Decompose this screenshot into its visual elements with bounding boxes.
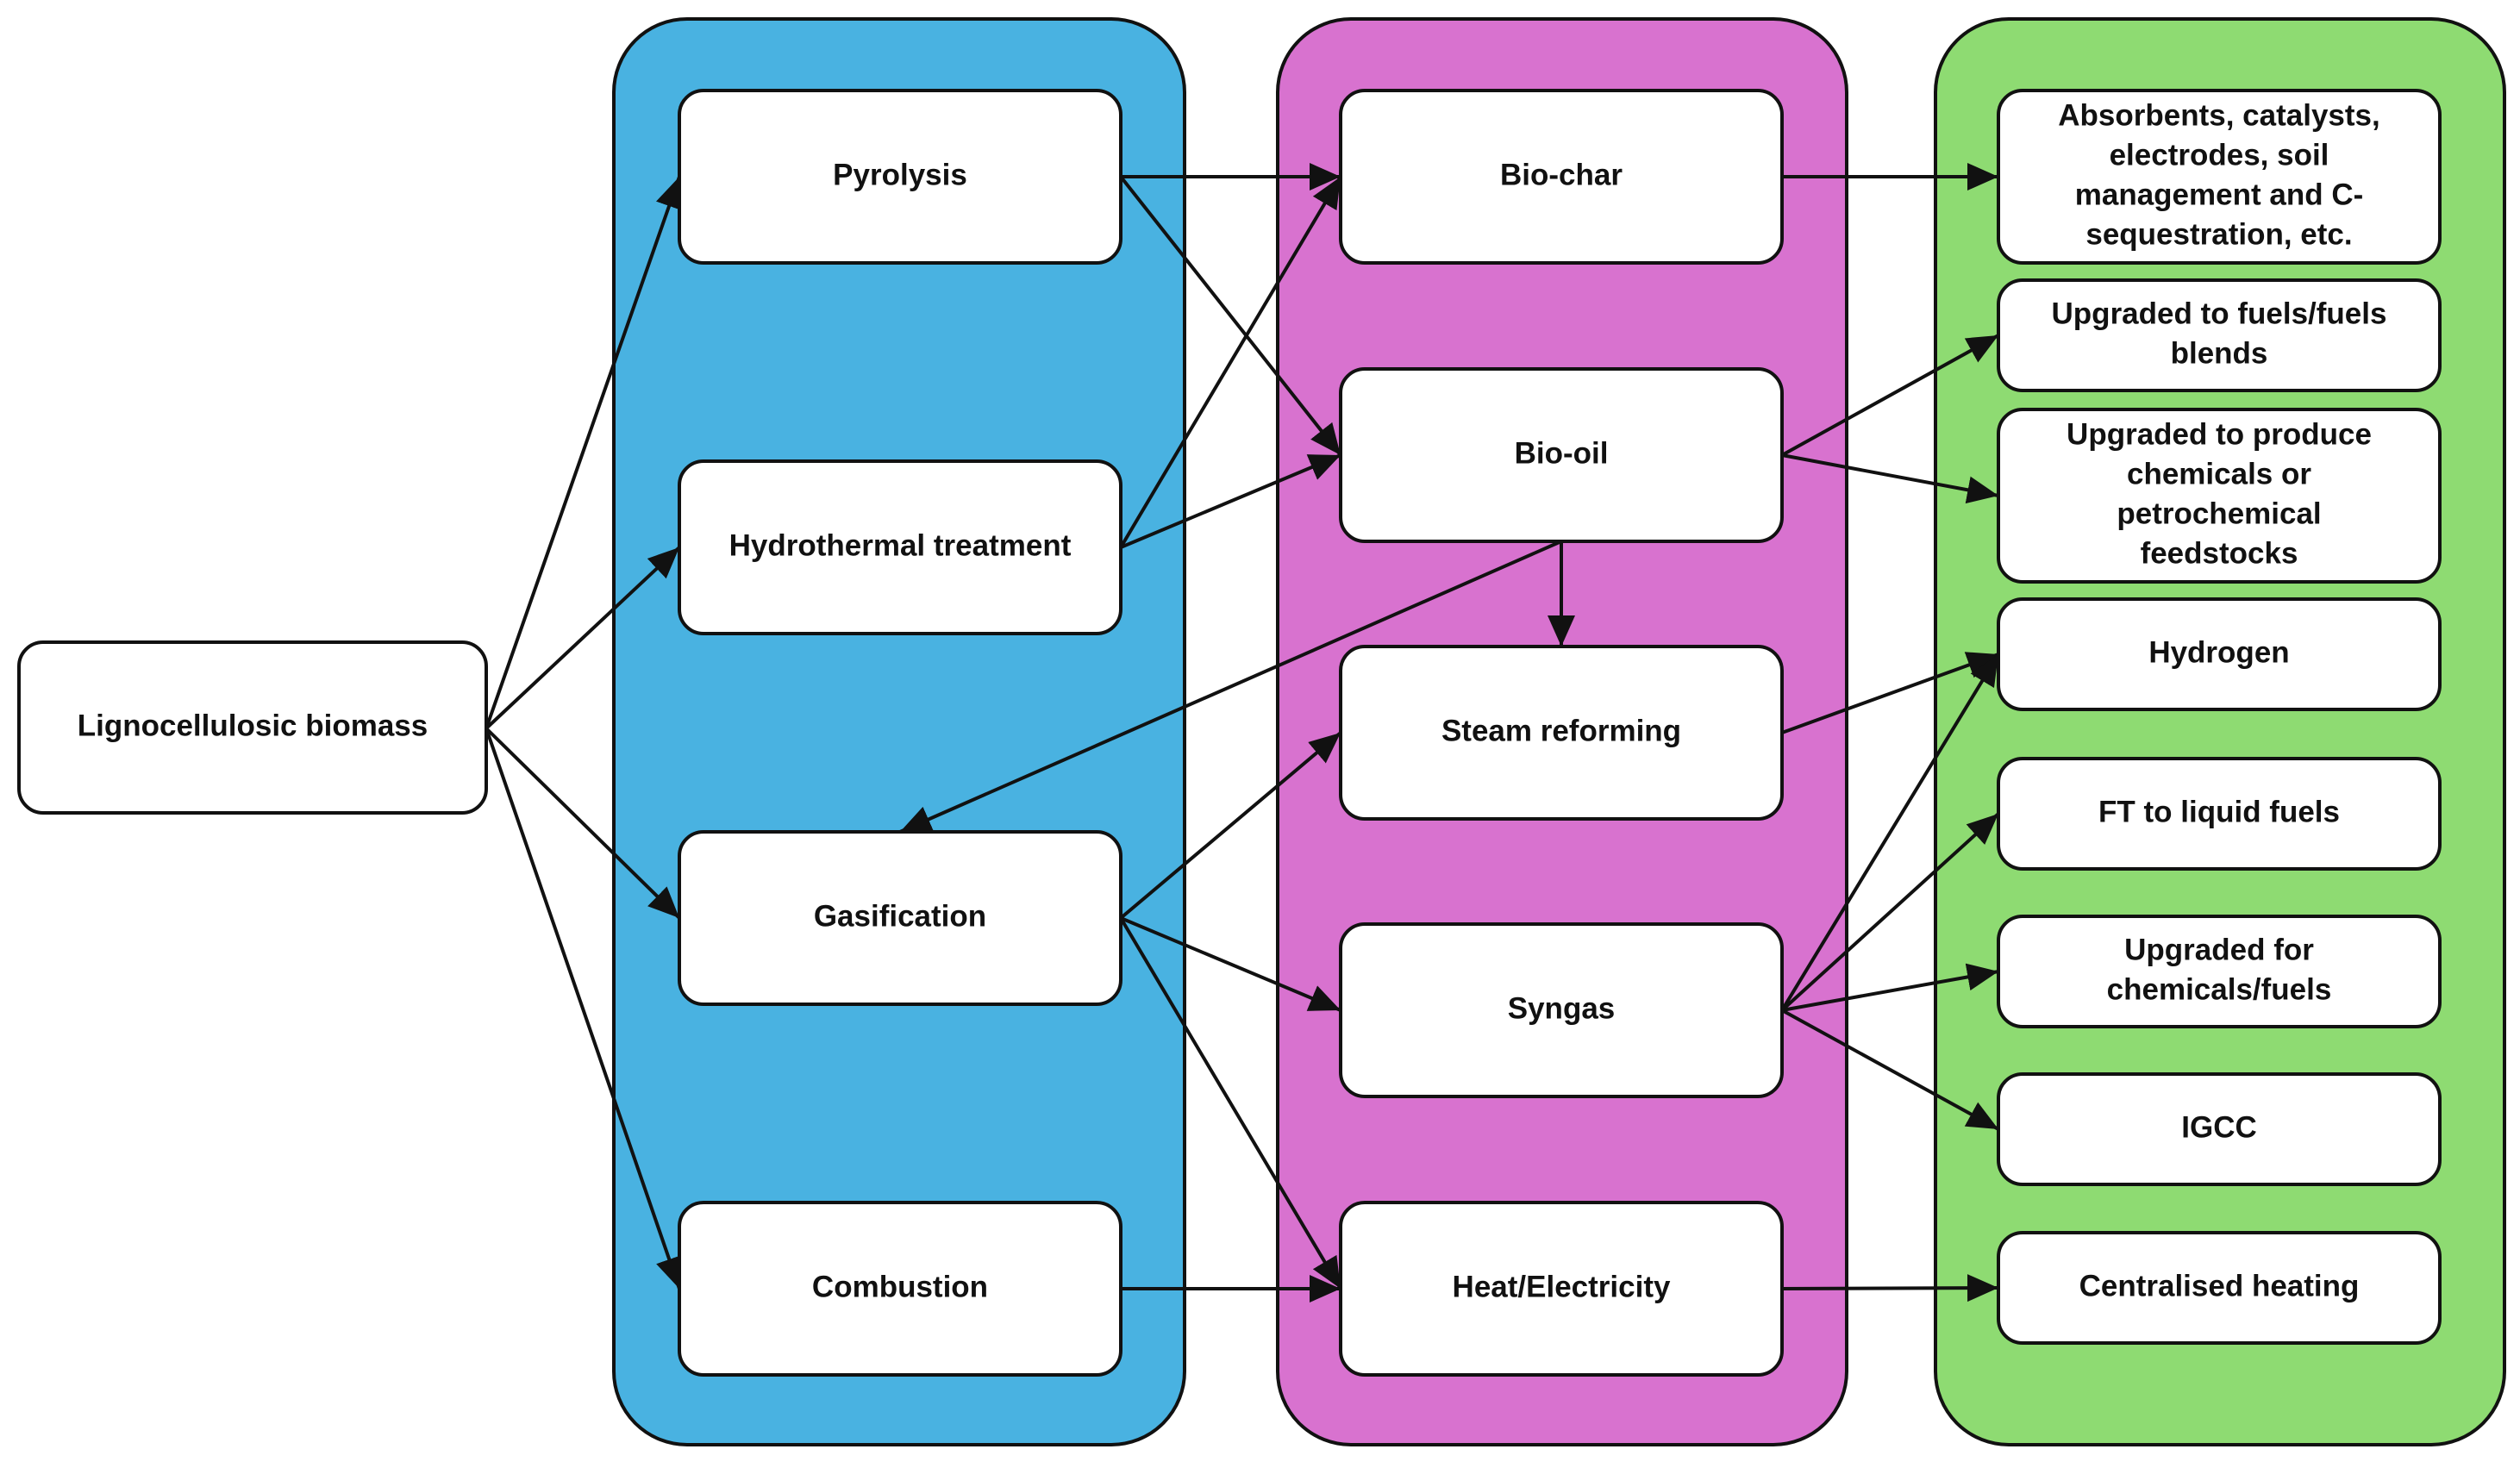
node-application-upgraded_chem: Upgraded to produce chemicals or petrochem…	[1997, 408, 2442, 584]
node-box-intermediate-heat	[1339, 1201, 1784, 1377]
node-box-application-upgraded_chem	[1997, 408, 2442, 584]
arrow-biooil-to-upgraded_chem	[1781, 453, 1999, 504]
node-application-absorbents: Absorbents, catalysts, electrodes, soil ma…	[1997, 89, 2442, 265]
arrow-heat-to-heating	[1781, 1274, 1999, 1302]
node-box-application-upgraded_fuels	[1997, 278, 2442, 392]
arrow-source-to-combustion	[485, 728, 683, 1290]
node-box-application-hydrogen	[1997, 597, 2442, 711]
node-label-application-upgraded_fuels: blends	[2171, 336, 2268, 370]
arrow-hydrothermal-to-biooil	[1120, 453, 1341, 549]
node-box-intermediate-biooil	[1339, 367, 1784, 543]
arrow-source-to-pyrolysis	[485, 176, 683, 729]
arrow-steam-to-hydrogen	[1781, 652, 1999, 734]
node-application-upgraded_for: Upgraded for chemicals/fuels	[1997, 915, 2442, 1028]
node-application-ft: FT to liquid fuels	[1997, 757, 2442, 871]
node-label-process-gasification: Gasification	[814, 899, 986, 933]
arrow-gasification-to-heat	[1119, 916, 1342, 1290]
node-label-process-pyrolysis: Pyrolysis	[833, 158, 967, 191]
node-label-application-hydrogen: Hydrogen	[2148, 635, 2289, 669]
node-label-application-heating: Centralised heating	[2079, 1269, 2360, 1302]
node-label-application-upgraded_chem: petrochemical	[2117, 497, 2321, 530]
node-lignocellulosic-biomass: Lignocellulosic biomass	[17, 640, 488, 815]
node-box-application-absorbents	[1997, 89, 2442, 265]
arrow-biooil-to-gasification	[899, 540, 1562, 834]
node-label-application-absorbents: Absorbents, catalysts,	[2058, 98, 2379, 132]
node-label-application-ft: FT to liquid fuels	[2098, 795, 2340, 828]
node-box-application-igcc	[1997, 1072, 2442, 1186]
arrow-hydrothermal-to-biochar	[1119, 175, 1342, 549]
node-label-application-upgraded_chem: chemicals or	[2127, 457, 2311, 490]
node-label-intermediate-steam: Steam reforming	[1441, 714, 1681, 747]
node-label-application-absorbents: sequestration, etc.	[2085, 217, 2352, 251]
arrow-syngas-to-hydrogen	[1780, 653, 2000, 1012]
node-box-process-combustion	[678, 1201, 1122, 1377]
node-label-intermediate-biochar: Bio-char	[1500, 158, 1623, 191]
node-process-combustion: Combustion	[678, 1201, 1122, 1377]
node-box-intermediate-syngas	[1339, 922, 1784, 1098]
node-box-process-pyrolysis	[678, 89, 1122, 265]
node-label-intermediate-heat: Heat/Electricity	[1453, 1270, 1671, 1303]
node-label-application-upgraded_fuels: Upgraded to fuels/fuels	[2052, 297, 2387, 330]
node-box-application-upgraded_for	[1997, 915, 2442, 1028]
arrow-source-to-gasification	[485, 727, 681, 920]
node-label-application-igcc: IGCC	[2181, 1110, 2257, 1144]
node-process-gasification: Gasification	[678, 830, 1122, 1006]
processes-panel	[612, 17, 1186, 1446]
node-box-application-ft	[1997, 757, 2442, 871]
arrow-syngas-to-upgraded_for	[1781, 963, 1999, 1012]
node-box-process-hydrothermal	[678, 459, 1122, 635]
node-intermediate-biooil: Bio-oil	[1339, 367, 1784, 543]
node-process-hydrothermal: Hydrothermal treatment	[678, 459, 1122, 635]
node-label-intermediate-biooil: Bio-oil	[1515, 436, 1609, 470]
node-application-igcc: IGCC	[1997, 1072, 2442, 1186]
arrow-pyrolysis-to-biooil	[1119, 175, 1342, 457]
node-label-intermediate-syngas: Syngas	[1508, 991, 1616, 1025]
node-box-lignocellulosic-biomass	[17, 640, 488, 815]
arrow-biooil-to-upgraded_fuels	[1781, 334, 1999, 457]
node-box-intermediate-biochar	[1339, 89, 1784, 265]
arrow-gasification-to-steam	[1119, 731, 1342, 920]
node-process-pyrolysis: Pyrolysis	[678, 89, 1122, 265]
node-application-hydrogen: Hydrogen	[1997, 597, 2442, 711]
node-box-application-heating	[1997, 1231, 2442, 1345]
node-intermediate-steam: Steam reforming	[1339, 645, 1784, 821]
node-label-application-upgraded_for: Upgraded for	[2124, 933, 2314, 966]
node-application-heating: Centralised heating	[1997, 1231, 2442, 1345]
arrow-source-to-hydrothermal	[485, 546, 681, 730]
arrow-syngas-to-igcc	[1781, 1009, 1999, 1131]
node-label-application-upgraded_chem: Upgraded to produce	[2067, 417, 2372, 451]
node-label-process-combustion: Combustion	[812, 1270, 988, 1303]
node-label-application-absorbents: electrodes, soil	[2110, 138, 2329, 172]
node-label-application-absorbents: management and C-	[2075, 178, 2364, 211]
node-box-intermediate-steam	[1339, 645, 1784, 821]
node-box-process-gasification	[678, 830, 1122, 1006]
node-label-process-hydrothermal: Hydrothermal treatment	[729, 528, 1072, 562]
node-label-application-upgraded_chem: feedstocks	[2141, 536, 2298, 570]
arrow-syngas-to-ft	[1780, 812, 2000, 1012]
arrow-gasification-to-syngas	[1120, 916, 1341, 1012]
node-label-application-upgraded_for: chemicals/fuels	[2107, 972, 2332, 1006]
node-intermediate-heat: Heat/Electricity	[1339, 1201, 1784, 1377]
node-intermediate-syngas: Syngas	[1339, 922, 1784, 1098]
node-label-lignocellulosic-biomass: Lignocellulosic biomass	[78, 709, 428, 742]
node-application-upgraded_fuels: Upgraded to fuels/fuels blends	[1997, 278, 2442, 392]
node-intermediate-biochar: Bio-char	[1339, 89, 1784, 265]
